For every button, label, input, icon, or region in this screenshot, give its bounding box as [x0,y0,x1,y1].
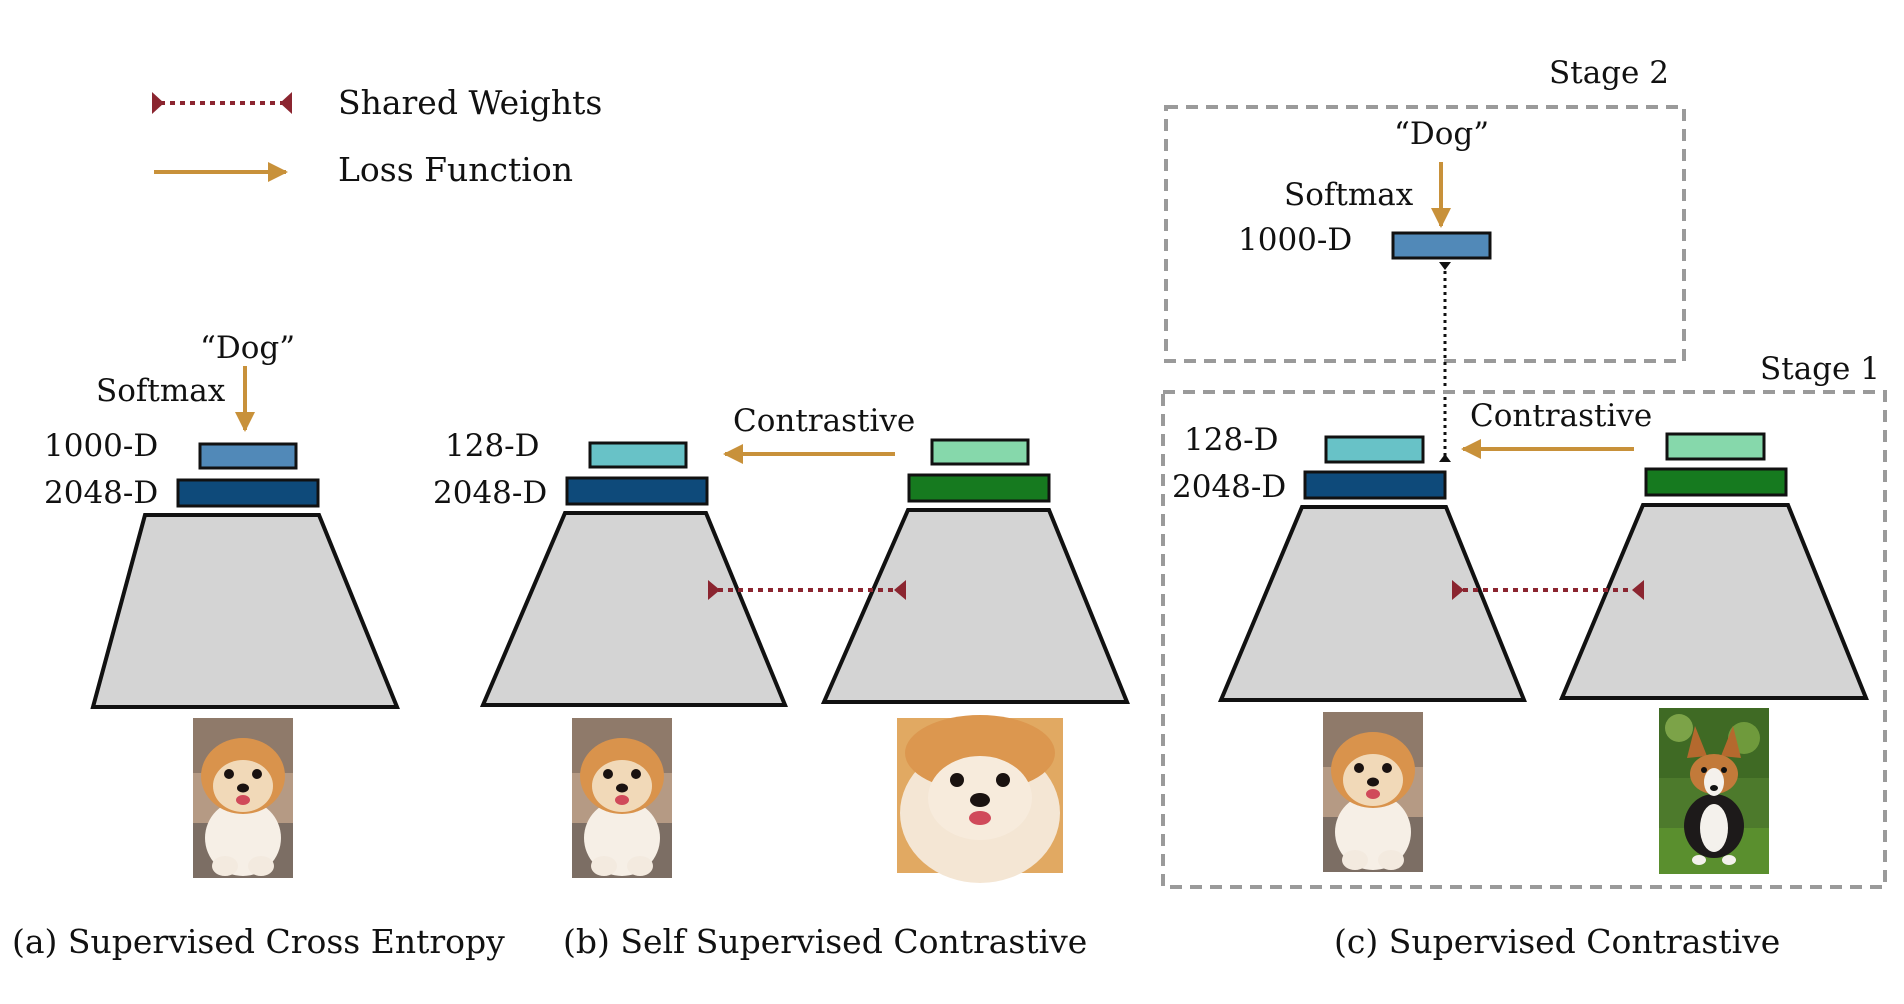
pomeranian-photo [193,718,293,878]
panel-c-128d-box [1324,435,1425,464]
panel-c-contrastive-label: Contrastive [1470,398,1652,434]
panel-c-encoder-right [1558,503,1869,700]
panel-b-128d-label: 128-D [445,428,540,464]
panel-a-2048d-box [176,478,320,508]
panel-c-128d-box-alt [1665,432,1766,461]
panel-a-2048d-label: 2048-D [44,475,158,511]
corgi-photo [1659,708,1769,874]
panel-c-2048d-box [1303,470,1447,500]
panel-c-2048d-label: 2048-D [1172,469,1286,505]
panel-b-contrastive-label: Contrastive [733,403,915,439]
panel-a-1000d-box [198,442,298,470]
panel-b: 128-D 2048-D Contrastive (b) Self Superv… [433,403,1130,961]
legend-loss-function-label: Loss Function [338,150,573,189]
panel-a-1000d-label: 1000-D [44,428,158,464]
panel-c-stage-link-top-cap [1439,262,1451,270]
stage-2-label: Stage 2 [1549,55,1669,91]
shared-weights-legend-icon [152,92,292,114]
legend: Shared Weights Loss Function [152,83,602,189]
panel-c-128d-label: 128-D [1184,422,1279,458]
pomeranian-photo [572,718,672,878]
panel-a: “Dog” Softmax 1000-D 2048-D (a) Supervis… [12,330,505,961]
panel-c: Stage 2 “Dog” Softmax 1000-D Stage 1 128… [1161,55,1887,961]
panel-b-caption: (b) Self Supervised Contrastive [563,922,1087,961]
legend-shared-weights-label: Shared Weights [338,83,602,122]
pomeranian-photo [1323,712,1423,872]
panel-c-2048d-box-alt [1644,467,1788,497]
panel-b-shared-weights-connector [708,580,906,600]
panel-a-encoder [90,513,400,709]
stage-1-frame [1161,390,1887,889]
panel-b-128d-box [588,441,688,469]
panel-b-encoder-right [820,508,1130,704]
panel-b-2048d-box [565,476,709,506]
panel-c-shared-weights-connector [1452,580,1644,600]
panel-c-softmax-label: Softmax [1284,177,1414,213]
panel-b-128d-box-alt [930,438,1030,466]
stage-1-label: Stage 1 [1760,351,1880,387]
panel-b-2048d-box-alt [907,473,1051,503]
panel-a-softmax-label: Softmax [96,373,226,409]
panel-c-caption: (c) Supervised Contrastive [1334,922,1780,961]
panel-c-stage-link-bottom-cap [1439,454,1451,462]
panel-c-1000d-label: 1000-D [1238,222,1352,258]
pomeranian-closeup-photo [897,715,1063,883]
panel-a-class-label: “Dog” [200,330,295,366]
panel-c-encoder-left [1217,505,1527,702]
panel-a-caption: (a) Supervised Cross Entropy [12,922,505,961]
panel-c-class-label: “Dog” [1394,116,1489,152]
panel-b-2048d-label: 2048-D [433,475,547,511]
stage-2-frame [1164,105,1686,363]
panel-c-1000d-box [1391,231,1492,260]
panel-b-encoder-left [479,511,788,707]
